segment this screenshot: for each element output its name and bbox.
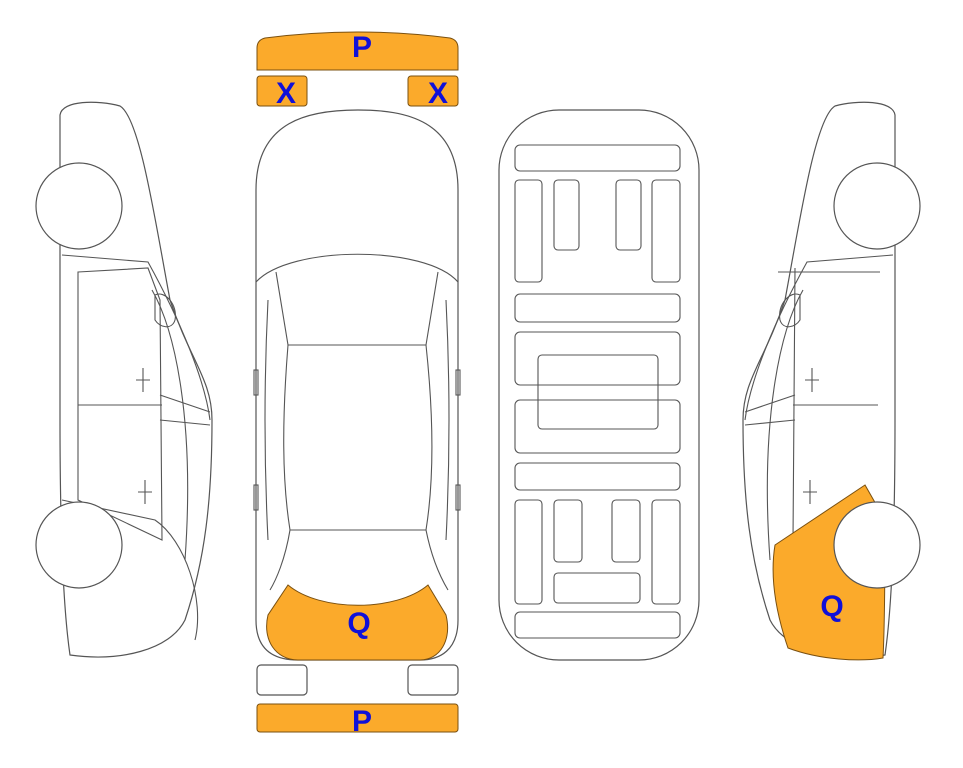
rear-panel-shape bbox=[266, 584, 448, 661]
rear-bumper-shape bbox=[256, 703, 459, 733]
rear-bumper-marker: P bbox=[352, 705, 372, 738]
rear-wheel-right bbox=[833, 501, 921, 589]
front-bumper-shape bbox=[256, 31, 459, 71]
car-left-side-view bbox=[35, 101, 213, 658]
left-taillight-shape bbox=[256, 664, 308, 696]
car-top-view: P X X Q P bbox=[253, 31, 461, 738]
left-headlight-shape bbox=[256, 75, 308, 107]
rear-panel-marker: Q bbox=[347, 607, 370, 640]
front-wheel-left bbox=[35, 162, 123, 250]
rear-wheel-left bbox=[35, 501, 123, 589]
right-side-rear-marker: Q bbox=[820, 590, 843, 623]
right-taillight-shape bbox=[407, 664, 459, 696]
front-wheel-right bbox=[833, 162, 921, 250]
right-headlight-marker: X bbox=[428, 77, 448, 110]
front-bumper-marker: P bbox=[352, 31, 372, 64]
car-underside-view bbox=[498, 109, 700, 661]
left-headlight-marker: X bbox=[276, 77, 296, 110]
car-right-side-view: Q bbox=[742, 101, 921, 661]
right-headlight-shape bbox=[407, 75, 459, 107]
